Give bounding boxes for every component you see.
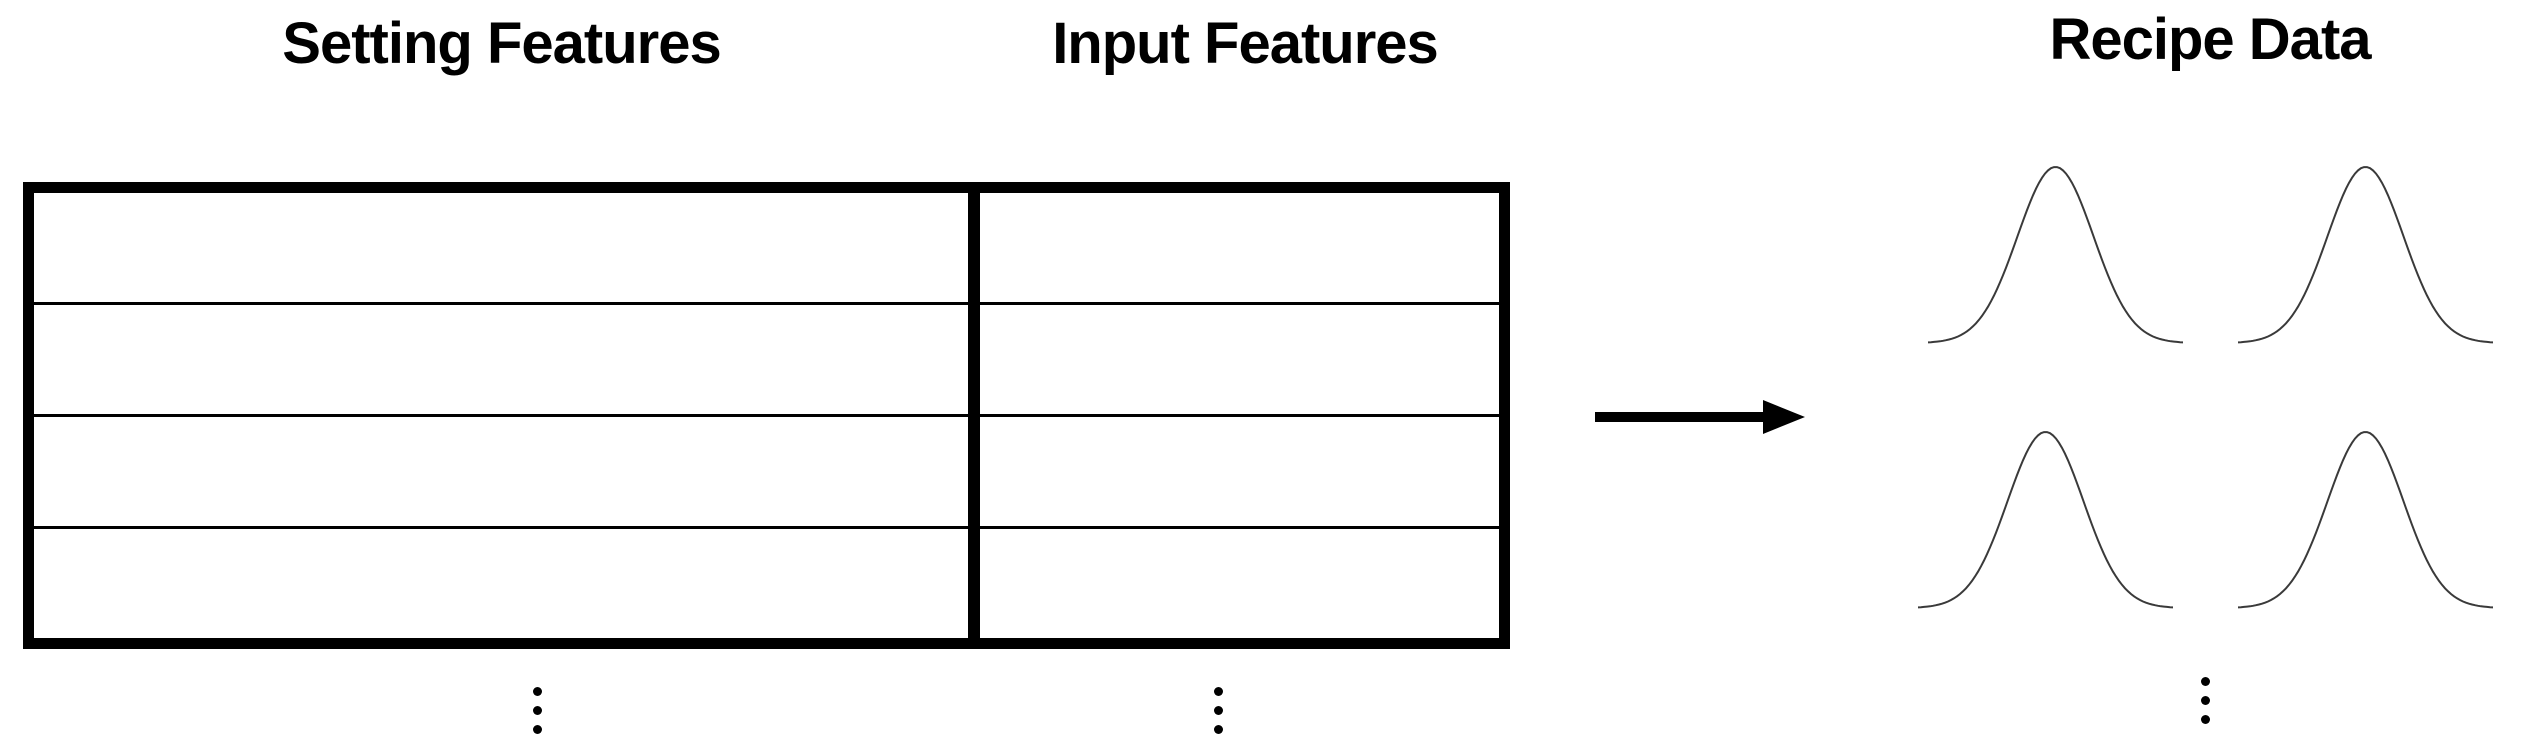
ellipsis-dot <box>2200 677 2210 686</box>
table-row <box>34 193 1499 302</box>
arrow-shaft <box>1595 412 1765 422</box>
vertical-ellipsis-icon <box>2200 677 2210 724</box>
features-table <box>23 182 1510 649</box>
recipe-data-heading: Recipe Data <box>2049 7 2371 72</box>
arrow-head <box>1763 400 1805 434</box>
ellipsis-dot <box>1213 706 1223 715</box>
gaussian-curve-icon <box>1918 431 2173 609</box>
setting-features-cell <box>34 193 968 302</box>
gaussian-curve-icon <box>2238 431 2493 609</box>
column-divider <box>968 305 980 414</box>
ellipsis-dot <box>2200 696 2210 705</box>
column-divider <box>968 529 980 638</box>
input-features-cell <box>980 193 1499 302</box>
ellipsis-dot <box>532 687 542 696</box>
setting-features-cell <box>34 529 968 638</box>
input-features-heading: Input Features <box>1052 11 1439 76</box>
setting-features-heading: Setting Features <box>282 11 721 76</box>
table-row <box>34 526 1499 638</box>
ellipsis-dot <box>532 725 542 734</box>
gaussian-curve-icon <box>1928 166 2183 344</box>
column-divider <box>968 417 980 526</box>
right-arrow-icon <box>1595 400 1805 434</box>
vertical-ellipsis-icon <box>532 687 542 734</box>
ellipsis-dot <box>532 706 542 715</box>
setting-features-cell <box>34 305 968 414</box>
input-features-cell <box>980 305 1499 414</box>
column-divider <box>968 193 980 302</box>
ellipsis-dot <box>2200 715 2210 724</box>
input-features-cell <box>980 417 1499 526</box>
input-features-cell <box>980 529 1499 638</box>
table-row <box>34 414 1499 526</box>
vertical-ellipsis-icon <box>1213 687 1223 734</box>
gaussian-curve-icon <box>2238 166 2493 344</box>
ellipsis-dot <box>1213 687 1223 696</box>
setting-features-cell <box>34 417 968 526</box>
table-row <box>34 302 1499 414</box>
ellipsis-dot <box>1213 725 1223 734</box>
